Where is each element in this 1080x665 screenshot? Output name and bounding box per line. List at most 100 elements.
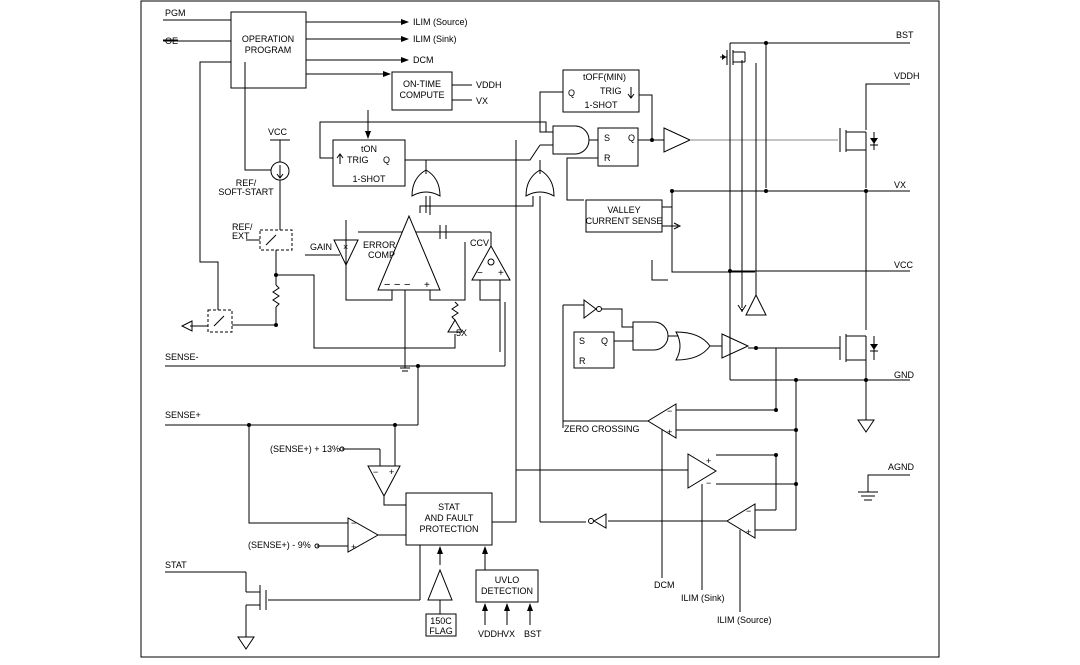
uvlo-detection-block: UVLO DETECTION <box>475 569 539 603</box>
sr-latch-bottom: S Q R <box>573 331 615 369</box>
ilim-source-input-label: ILIM (Source) <box>717 615 772 625</box>
svg-text:−: − <box>706 478 711 488</box>
svg-text:−: − <box>477 268 483 279</box>
ilim-source-comparator: − + <box>726 503 756 539</box>
comparator-upper-limit: − + <box>367 465 401 498</box>
error-comp-label-2: COMP <box>368 250 395 260</box>
ref-ext-label-2: EXT <box>232 231 250 241</box>
uvlo-label-2: DETECTION <box>481 586 533 596</box>
uvlo-vx-label: VX <box>503 629 515 639</box>
high-side-mosfet <box>839 128 878 152</box>
comparator-lower-limit: − + <box>347 517 380 553</box>
toff-trig-label: TRIG <box>600 86 622 96</box>
uvlo-bst-label: BST <box>524 629 542 639</box>
toff-q-label: Q <box>568 88 575 98</box>
ilim-sink-output-label: ILIM (Sink) <box>413 34 457 44</box>
pin-sense-plus-label: SENSE+ <box>165 410 201 420</box>
pin-vcc-label: VCC <box>894 260 914 270</box>
svg-text:−: − <box>384 279 390 291</box>
svg-text:+: + <box>498 268 504 279</box>
svg-text:+: + <box>746 527 751 537</box>
ton-oneshot-block: tON TRIG Q 1-SHOT <box>332 139 406 187</box>
valley-label-1: VALLEY <box>607 205 640 215</box>
or-gate-right <box>525 169 555 197</box>
bootstrap-switch <box>720 50 746 65</box>
ccv-label: CCV <box>470 238 489 248</box>
and-gate-top <box>552 125 590 155</box>
operation-program-label-1: OPERATION <box>242 34 294 44</box>
ccv-amp: − + <box>471 244 511 281</box>
toff-oneshot-name: 1-SHOT <box>584 100 618 110</box>
or-gate-bottom <box>675 331 711 361</box>
fivex-label: 5X <box>456 328 467 338</box>
high-side-sense-amp <box>745 293 767 316</box>
sr-bottom-r-label: R <box>579 356 586 366</box>
toff-oneshot-block: tOFF(MIN) Q TRIG 1-SHOT <box>562 69 640 113</box>
svg-text:−: − <box>746 506 751 516</box>
zero-crossing-label: ZERO CROSSING <box>564 424 640 434</box>
svg-text:+: + <box>424 280 430 291</box>
svg-text:+: + <box>706 456 711 466</box>
valley-label-2: CURRENT SENSE <box>586 216 663 226</box>
pin-bst-label: BST <box>896 30 914 40</box>
ton-label: tON <box>361 144 377 154</box>
svg-text:+: + <box>389 467 394 477</box>
toff-label: tOFF(MIN) <box>583 72 626 82</box>
svg-text:−: − <box>394 279 400 291</box>
inverter-low <box>583 299 602 319</box>
svg-text:−: − <box>373 467 378 477</box>
sr-bottom-q-label: Q <box>601 336 608 346</box>
svg-text:−: − <box>404 279 410 291</box>
uvlo-label-1: UVLO <box>495 575 520 585</box>
or-gate-left <box>411 169 441 197</box>
dcm-input-label: DCM <box>654 580 675 590</box>
ton-oneshot-name: 1-SHOT <box>352 174 386 184</box>
zero-crossing-comparator: − + <box>647 403 677 439</box>
diagram-frame <box>140 0 940 658</box>
ref-ext-switch <box>259 229 293 251</box>
sense-plus-minus9-label: (SENSE+) - 9% <box>248 540 311 550</box>
pin-gnd-label: GND <box>894 370 915 380</box>
vcc-ref-label: VCC <box>268 127 288 137</box>
ref-softstart-label-1: REF/ <box>236 178 257 188</box>
ilim-sink-input-label: ILIM (Sink) <box>681 593 725 603</box>
ton-q-label: Q <box>383 155 390 165</box>
pin-agnd-label: AGND <box>888 462 915 472</box>
pin-sense-minus-label: SENSE- <box>165 352 199 362</box>
sr-top-s-label: S <box>604 133 610 143</box>
on-time-vx-label: VX <box>476 96 488 106</box>
high-side-driver <box>663 127 692 153</box>
gnd-ground-icon <box>857 419 875 433</box>
pin-vx-label: VX <box>894 180 906 190</box>
sr-latch-top: S Q R <box>597 127 639 167</box>
sense-minus-arrow-icon <box>180 320 193 332</box>
operation-program-label-2: PROGRAM <box>245 45 292 55</box>
uvlo-vddh-label: VDDH <box>478 629 504 639</box>
and-gate-bottom <box>632 321 669 351</box>
on-time-compute-block: ON-TIME COMPUTE <box>391 71 453 111</box>
flag-150c-block: 150C FLAG <box>425 613 457 637</box>
svg-text:−: − <box>667 406 672 416</box>
error-comp-label-1: ERROR <box>363 240 396 250</box>
svg-text:−: − <box>351 518 356 528</box>
on-time-compute-label-1: ON-TIME <box>403 79 441 89</box>
low-side-driver <box>721 333 750 359</box>
sr-top-r-label: R <box>604 153 611 163</box>
on-time-compute-label-2: COMPUTE <box>400 90 445 100</box>
stat-fault-label-3: PROTECTION <box>419 524 478 534</box>
stat-fault-protection-block: STAT AND FAULT PROTECTION <box>405 492 493 546</box>
sr-top-q-label: Q <box>628 133 635 143</box>
pin-stat-label: STAT <box>165 560 187 570</box>
sense-plus-13-label: (SENSE+) + 13% <box>270 444 340 454</box>
ton-trig-label: TRIG <box>347 155 369 165</box>
low-side-mosfet <box>839 334 878 362</box>
flag-150c-label-1: 150C <box>430 616 452 626</box>
ilim-sink-comparator: + − <box>687 453 717 489</box>
stat-ground-icon <box>237 636 255 650</box>
on-time-vddh-label: VDDH <box>476 80 502 90</box>
dcm-output-label: DCM <box>413 55 434 65</box>
error-comparator: − − − + <box>377 214 441 291</box>
stat-fault-label-2: AND FAULT <box>425 513 474 523</box>
